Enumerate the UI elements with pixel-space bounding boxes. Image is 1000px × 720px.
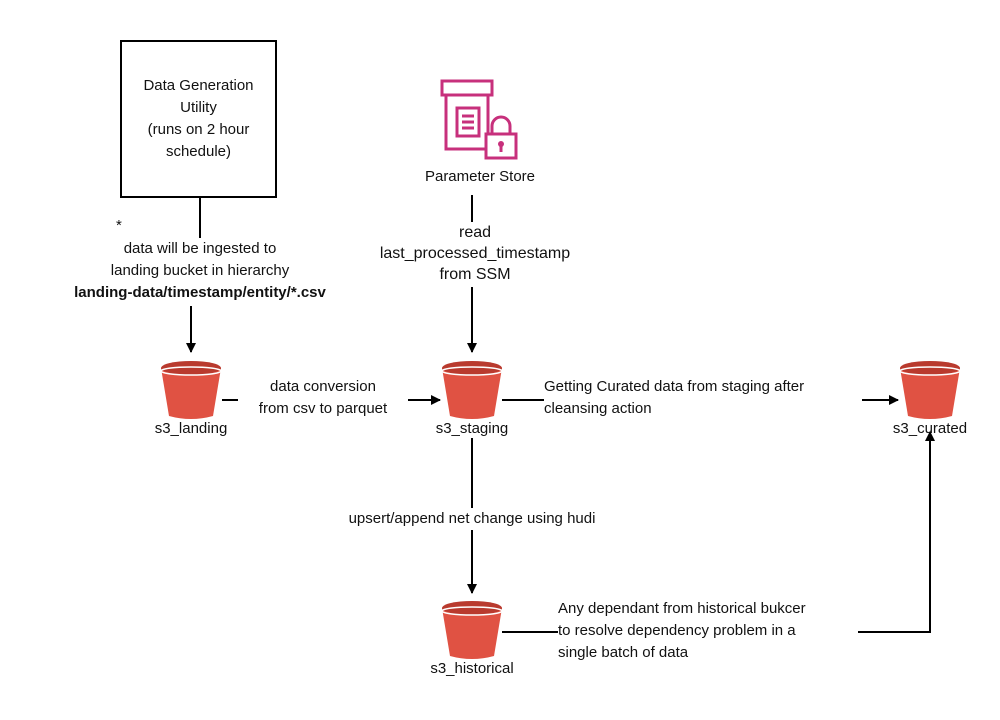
upsert-note: upsert/append net change using hudi bbox=[312, 508, 632, 530]
conversion-note-line-2: from csv to parquet bbox=[258, 400, 388, 417]
utility-line-1: Data Generation bbox=[143, 77, 254, 94]
utility-line-4: schedule) bbox=[165, 143, 232, 160]
ingest-note-line-1: data will be ingested to bbox=[123, 240, 277, 257]
conversion-note-line-1: data conversion bbox=[270, 378, 376, 395]
curated-note-line-1: Getting Curated data from staging after bbox=[544, 378, 805, 395]
s3-curated-bucket-icon bbox=[899, 361, 961, 419]
parameter-store-icon bbox=[440, 79, 518, 160]
data-generation-utility-box: Data Generation Utility (runs on 2 hour … bbox=[120, 40, 277, 198]
utility-line-2: Utility bbox=[180, 99, 217, 116]
curated-note: Getting Curated data from staging after … bbox=[544, 376, 862, 420]
s3-staging-label: s3_staging bbox=[435, 420, 509, 437]
s3-staging-bucket-icon bbox=[441, 361, 503, 419]
utility-line-3: (runs on 2 hour bbox=[147, 121, 250, 138]
s3-landing-label: s3_landing bbox=[154, 420, 228, 437]
ingest-note-path: landing-data/timestamp/entity/*.csv bbox=[74, 284, 326, 301]
s3-landing-bucket-icon bbox=[160, 361, 222, 419]
dependency-note-line-1: Any dependant from historical bukcer bbox=[558, 600, 806, 617]
ingest-note: data will be ingested to landing bucket … bbox=[40, 238, 360, 304]
dependency-note-line-2: to resolve dependency problem in a bbox=[558, 622, 796, 639]
ingest-note-asterisk: * bbox=[116, 215, 136, 237]
s3-curated-label: s3_curated bbox=[892, 420, 968, 437]
dependency-note-line-3: single batch of data bbox=[558, 644, 689, 661]
ingest-note-line-2: landing bucket in hierarchy bbox=[110, 262, 290, 279]
s3-historical-label: s3_historical bbox=[430, 660, 514, 677]
read-note-line-2: last_processed_timestamp bbox=[379, 245, 571, 262]
parameter-store-label: Parameter Store bbox=[424, 168, 536, 185]
read-note: read last_processed_timestamp from SSM bbox=[355, 222, 595, 285]
dependency-note: Any dependant from historical bukcer to … bbox=[558, 598, 858, 664]
s3-historical-bucket-icon bbox=[441, 601, 503, 659]
read-note-line-1: read bbox=[458, 224, 492, 241]
curated-note-line-2: cleansing action bbox=[544, 400, 652, 417]
read-note-line-3: from SSM bbox=[439, 266, 511, 283]
conversion-note: data conversion from csv to parquet bbox=[238, 376, 408, 420]
